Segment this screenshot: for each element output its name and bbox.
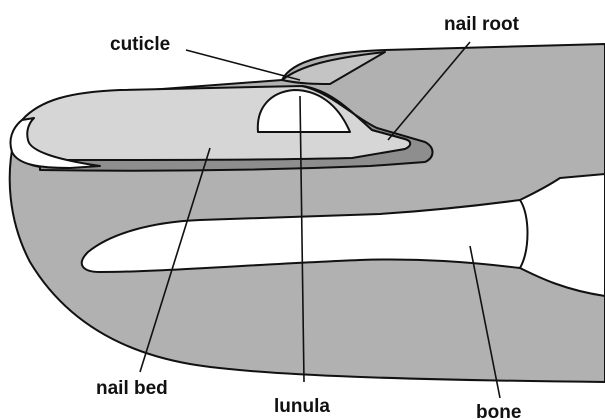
bone-label: bone [476, 402, 521, 420]
cuticle-leader [186, 50, 300, 80]
cuticle-label: cuticle [110, 34, 170, 55]
nail-bed-label: nail bed [96, 378, 168, 399]
nail-root-label: nail root [444, 14, 520, 35]
lunula-label: lunula [274, 396, 330, 417]
